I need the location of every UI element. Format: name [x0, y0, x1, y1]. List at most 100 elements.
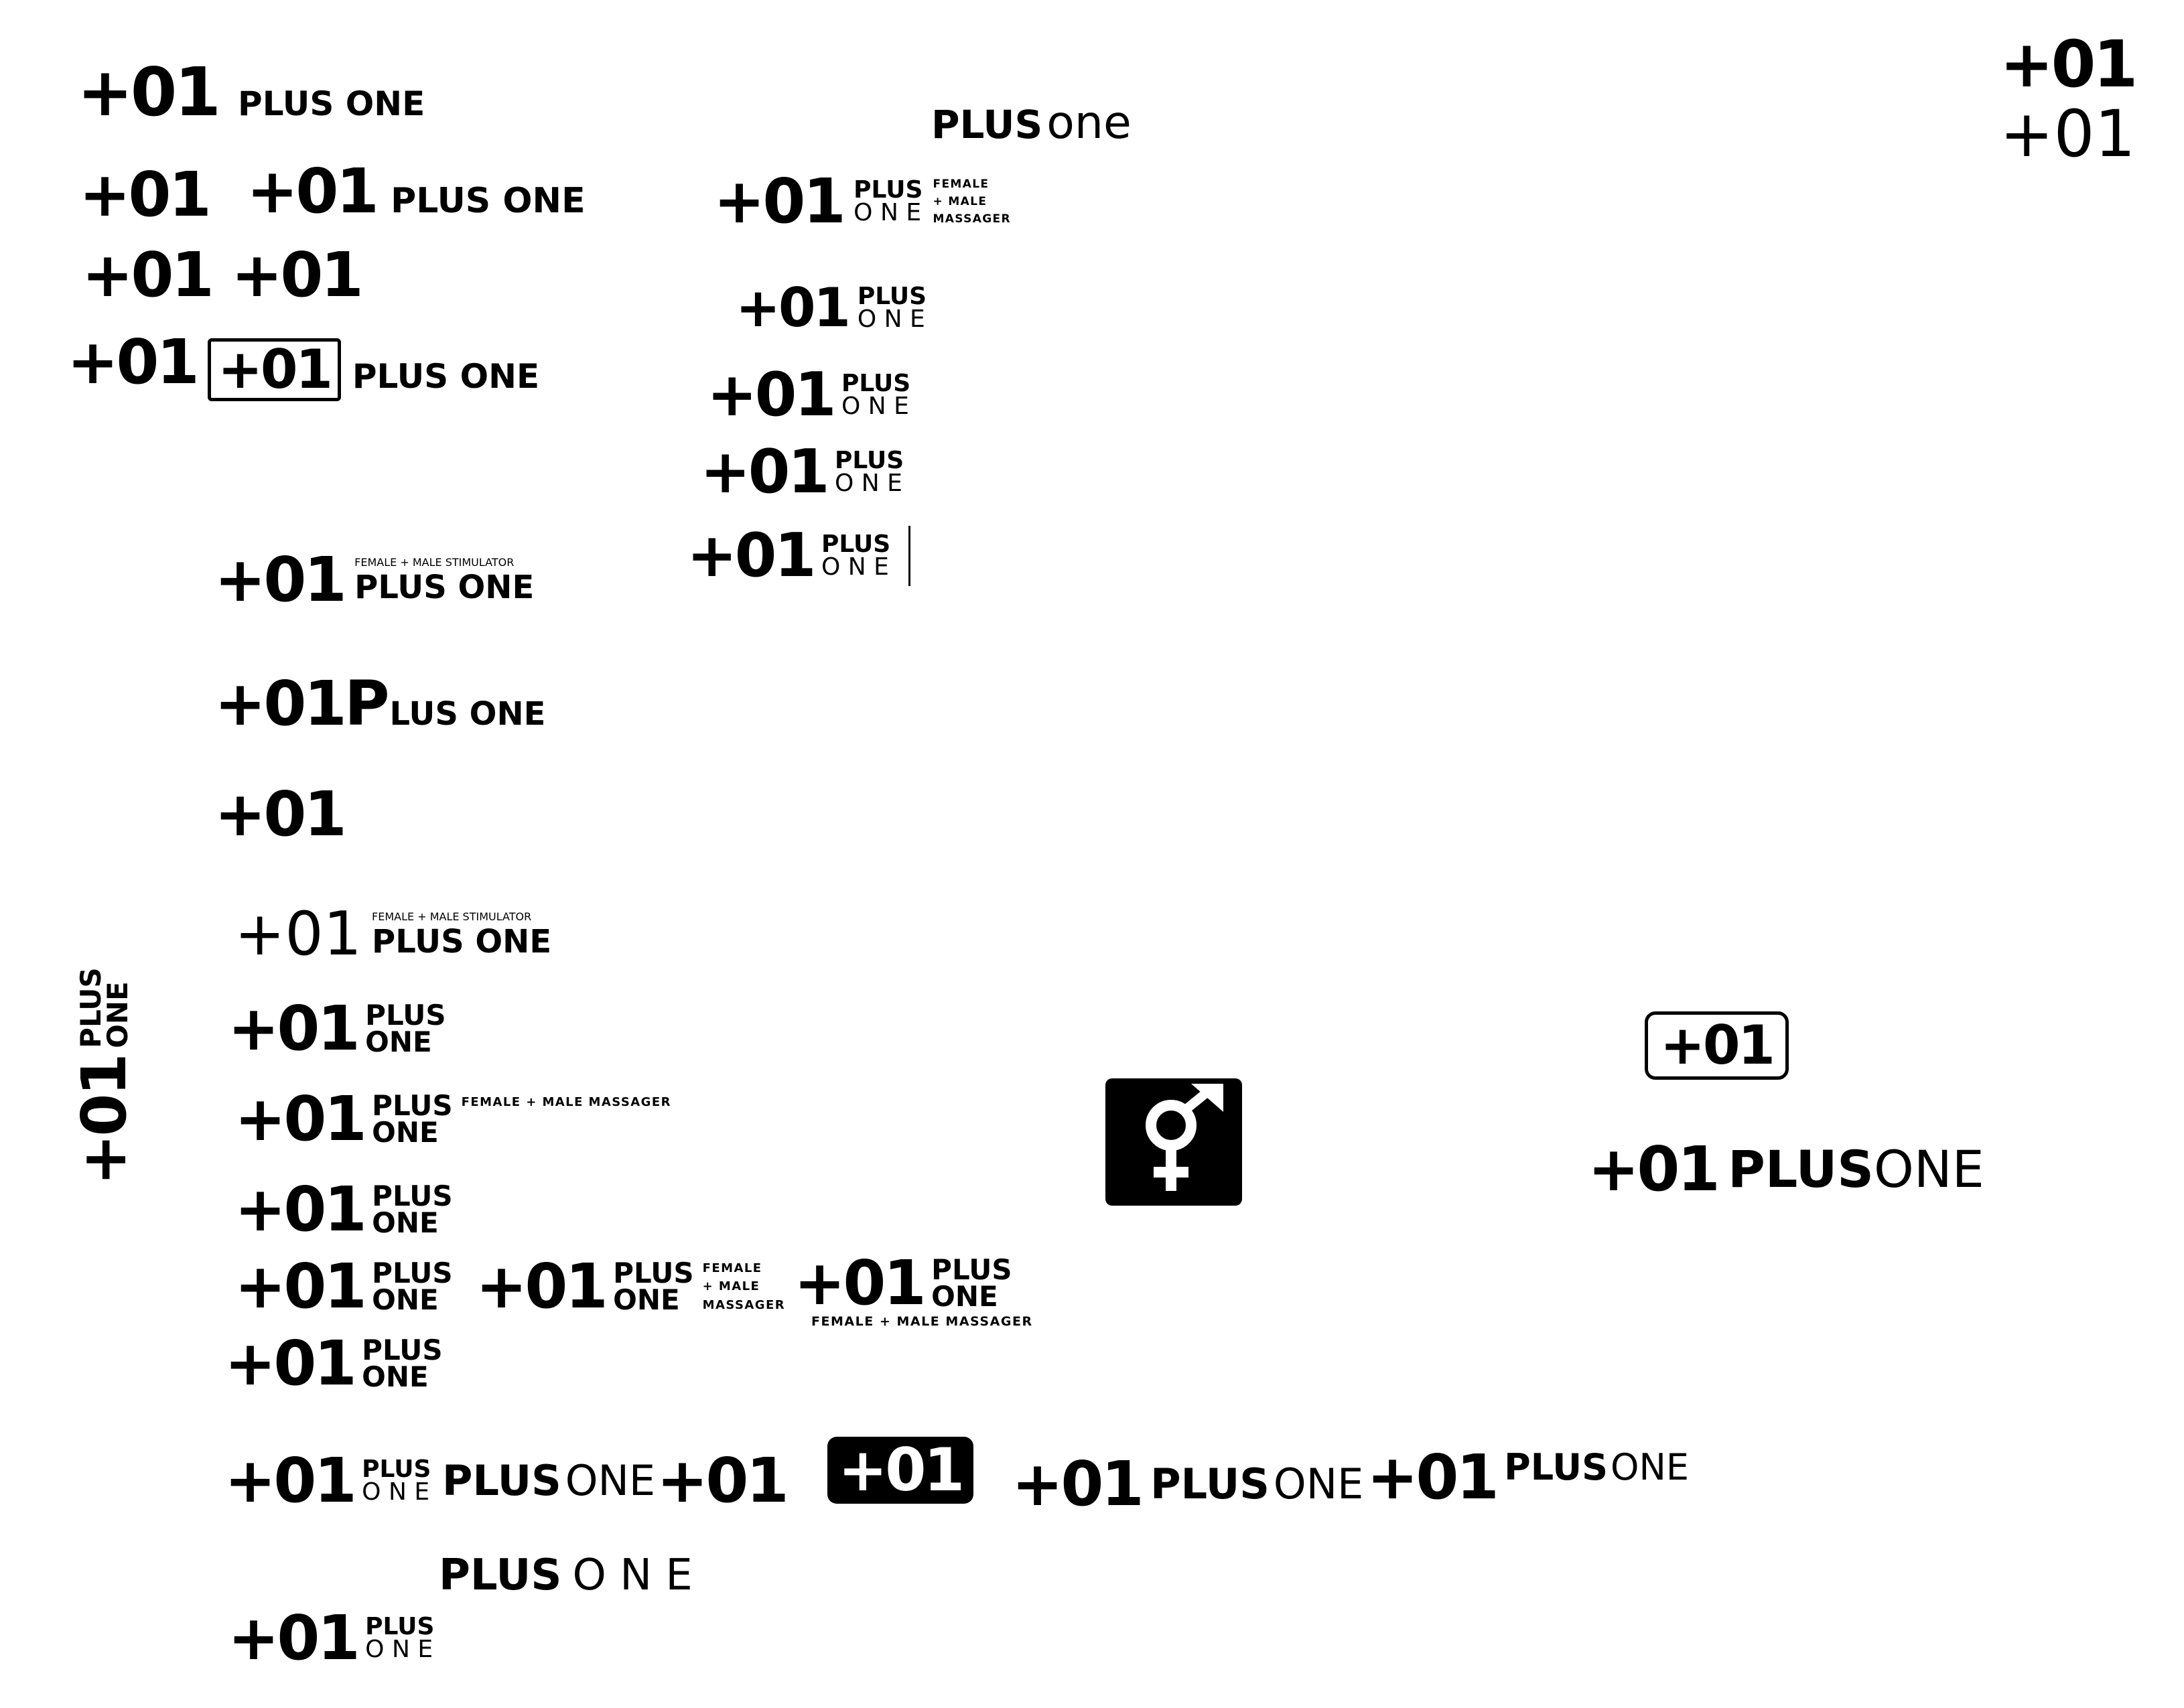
logo-bottom-2: +01 PLUS O N E — [228, 1608, 434, 1669]
logo-mark: +01 — [247, 155, 379, 227]
logo-mark: +01 — [224, 1328, 357, 1399]
logo-stacked-under-tagline: +01 PLUS ONE FEMALE + MALE MASSAGER — [794, 1253, 1033, 1328]
logo-plus-one-stack: PLUS ONE — [362, 1336, 442, 1393]
logo-plus-one-stack: PLUS O N E — [365, 1614, 434, 1661]
tagline-female: FEMALE — [702, 1261, 762, 1276]
logo-word-one: ONE — [101, 981, 134, 1048]
logo-solid-tile: +01 — [827, 1437, 973, 1504]
logo-plus-one-stack: PLUS O N E — [362, 1455, 431, 1504]
logo-stimulator-1: +01 FEMALE + MALE STIMULATOR PLUS ONE — [214, 549, 534, 611]
logo-condensed-rule: +01 PLUS O N E — [687, 526, 911, 586]
logo-plus-one-stack: PLUS O N E — [854, 177, 923, 226]
tagline-massager-inline: FEMALE + MALE MASSAGER — [461, 1095, 671, 1109]
logo-text-stack: FEMALE + MALE STIMULATOR PLUS ONE — [354, 557, 534, 603]
logo-mark: +01 — [234, 1083, 367, 1155]
logo-word-one: one — [1046, 96, 1132, 149]
logo-stacked-massager: +01 PLUS ONE FEMALE + MALE MASSAGER — [234, 1088, 671, 1150]
logo-word-plus: PLUS — [439, 1551, 562, 1600]
tagline-plus-male: + MALE — [702, 1279, 760, 1294]
logo-condensed-2: +01 PLUS O N E — [736, 281, 927, 335]
logo-plus-one-stack: PLUS O N E — [821, 530, 891, 581]
tagline-plus-male: + MALE — [933, 194, 987, 208]
logo-stimulator-2: +01 FEMALE + MALE STIMULATOR PLUS ONE — [234, 904, 551, 965]
logo-mark-regular: +01 — [2000, 96, 2136, 171]
logo-mark: +01 — [1012, 1448, 1144, 1520]
logo-mark: +01 — [214, 778, 347, 850]
logo-word-plus: PLUS — [821, 530, 891, 558]
divider-rule — [908, 526, 911, 586]
logo-p-ligature: +01PLUS ONE — [214, 673, 545, 735]
tagline-massager: MASSAGER — [933, 212, 1011, 226]
female-male-symbol-icon — [1146, 1084, 1223, 1191]
logo-mark-rounded-box: +01 — [1645, 1011, 1789, 1080]
logo-mark-wordmark-1: +01 PLUS ONE — [77, 59, 425, 126]
logo-bottom-1: +01 PLUS O N E — [224, 1450, 431, 1512]
logo-plus-one-stack: PLUS ONE — [931, 1256, 1012, 1313]
logo-mark: +01 — [234, 1251, 367, 1322]
logo-word-plus: PLUS — [931, 102, 1043, 147]
logo-plus-one-stack: PLUS O N E — [857, 284, 927, 333]
logo-plus-one-stack: PLUS O N E — [834, 446, 904, 497]
logo-mark: +01 — [794, 1247, 927, 1319]
logo-mark: +01 — [700, 437, 829, 507]
logo-mark-2: +01 — [79, 164, 212, 226]
logo-mark: +01 — [736, 277, 851, 339]
logo-mark: +01 — [228, 993, 360, 1064]
logo-plus-one-stack: PLUS ONE — [372, 1259, 452, 1316]
logo-word-one: ONE — [372, 1116, 439, 1149]
logo-massager-condensed-1: +01 PLUS O N E FEMALE + MALE MASSAGER — [713, 171, 1011, 232]
logo-mark: +01 — [231, 239, 364, 311]
logo-word-one: O N E — [857, 305, 925, 333]
logo-word-plus: PLUS — [362, 1455, 431, 1483]
logo-plus-one-stack: PLUS ONE — [365, 999, 446, 1058]
logo-stacked-4: +01 PLUS ONE — [224, 1333, 443, 1395]
logo-word-one: O N E — [841, 393, 909, 420]
logo-mark: +01 — [657, 1445, 789, 1516]
logo-word-one: ONE — [372, 1283, 439, 1316]
logo-condensed-3: +01 PLUS O N E — [707, 365, 910, 425]
logo-word-one: O N E — [572, 1551, 693, 1600]
logo-word-one: O N E — [834, 470, 902, 497]
logo-word-plus: PLUS — [1504, 1446, 1608, 1488]
logo-plus-one-stack: PLUS ONE — [372, 1182, 452, 1239]
logo-mark: +01 — [1588, 1133, 1720, 1205]
logo-mark-5: +01 — [231, 244, 364, 306]
tagline-massager-below: FEMALE + MALE MASSAGER — [811, 1314, 1033, 1329]
logo-mark-7: +01 — [214, 784, 347, 845]
logo-rounded-box: +01 — [1645, 1011, 1789, 1080]
logo-word-one: O N E — [854, 199, 922, 226]
logo-boxed-wordmark: +01 PLUS ONE — [208, 338, 539, 401]
logo-mark: +01 — [214, 544, 347, 616]
logo-mark: +01 — [687, 520, 816, 591]
logo-mark: +01 — [707, 360, 836, 430]
logo-mark-wordmark-right: +01 PLUSONE — [1588, 1139, 1984, 1200]
logo-mark-4: +01 — [82, 244, 214, 306]
logo-plus-one-stack: PLUS ONE — [372, 1092, 452, 1149]
logo-word-one: ONE — [362, 1360, 429, 1393]
logo-tagline-stack: FEMALE + MALE MASSAGER — [933, 178, 1011, 226]
logo-letter-p: P — [344, 668, 390, 739]
logo-plus-one-stack: PLUS ONE — [74, 967, 134, 1048]
logo-mark: +01 — [77, 53, 221, 131]
logo-wordmark: PLUS ONE — [391, 181, 586, 221]
logo-mark: +01 — [68, 1055, 140, 1186]
logo-mark-bold: +01 — [2000, 27, 2138, 102]
logo-stacked-taglines: +01 PLUS ONE FEMALE + MALE MASSAGER — [476, 1256, 785, 1318]
logo-mark-thin: +01 — [234, 899, 362, 969]
logo-word-plus: PLUS — [365, 999, 446, 1032]
logo-mark-bottom: +01 — [657, 1450, 789, 1512]
logo-mark: +01 — [67, 326, 200, 398]
logo-word-one: ONE — [372, 1206, 439, 1239]
logo-word-one: O N E — [821, 553, 889, 581]
logo-mark: +01 — [476, 1251, 608, 1322]
logo-condensed-4: +01 PLUS O N E — [700, 442, 904, 502]
tagline-stimulator: FEMALE + MALE STIMULATOR — [372, 910, 532, 923]
logo-wordmark-condensed: PLUSONE — [442, 1460, 655, 1502]
logo-word-one: ONE — [931, 1280, 998, 1313]
logo-mark: +01 — [224, 1445, 357, 1516]
logo-word-one: ONE — [365, 1025, 432, 1058]
logo-wordmark: PLUS ONE — [354, 568, 535, 606]
logo-bottom-mark-wordmark-1: +01 PLUSONE — [1012, 1453, 1363, 1515]
logo-word-plus: PLUS — [834, 446, 904, 474]
logo-mark-6: +01 — [67, 332, 200, 393]
